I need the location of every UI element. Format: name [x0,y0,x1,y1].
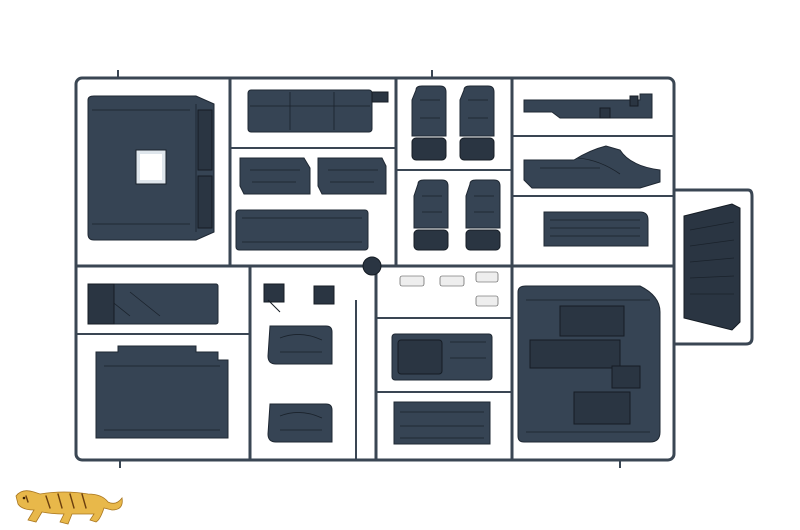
floor-tray [87,283,219,325]
grille-frame [543,211,649,247]
seat-1 [411,85,447,161]
interior-tub [517,285,661,443]
door-panel-right [317,157,387,195]
vent-grille [683,203,741,331]
step-box [393,401,491,445]
door-panel-left [239,157,311,195]
tiger-logo-icon [15,490,123,525]
dashboard-upper [247,89,389,133]
storage-box [391,333,493,381]
step-piece-lower [267,403,333,443]
mesh-pieces [399,271,499,307]
seat-2 [459,85,495,161]
sprue-frame [74,70,754,468]
bunk-panel [235,209,369,251]
seat-4 [465,179,501,251]
cab-rear-panel [87,95,215,241]
step-piece-upper [267,325,333,365]
dash-rail [523,93,653,119]
cab-floor [95,345,229,439]
seat-3 [413,179,449,251]
dashboard-main [523,145,661,189]
small-brackets [263,283,335,313]
